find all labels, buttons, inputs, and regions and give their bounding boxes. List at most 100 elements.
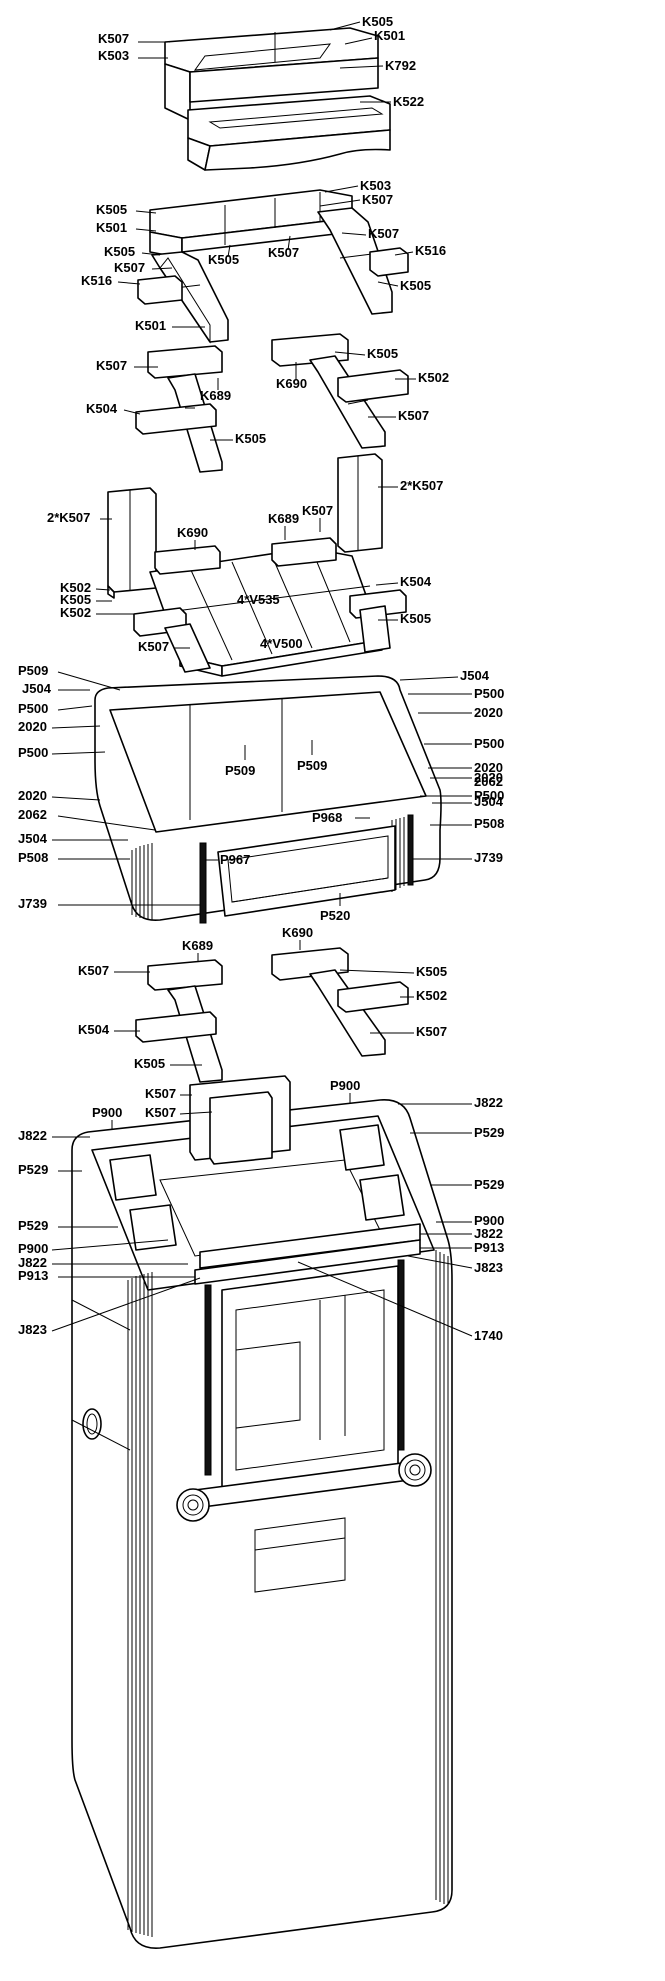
part-label: P900 bbox=[92, 1105, 122, 1120]
part-label: K690 bbox=[276, 376, 307, 391]
part-label: K505 bbox=[400, 611, 431, 626]
part-label: K690 bbox=[177, 525, 208, 540]
part-label: K689 bbox=[182, 938, 213, 953]
part-label: K502 bbox=[60, 580, 91, 595]
part-label: P508 bbox=[18, 850, 48, 865]
leader-line bbox=[334, 351, 366, 356]
brick-base-layer bbox=[107, 453, 407, 677]
leader-line bbox=[135, 228, 157, 232]
part-label: 2020 bbox=[18, 788, 47, 803]
part-label: K503 bbox=[98, 48, 129, 63]
part-label: P900 bbox=[18, 1241, 48, 1256]
part-label: J739 bbox=[18, 896, 47, 911]
leader-line bbox=[57, 705, 93, 711]
leader-line bbox=[179, 1111, 213, 1115]
part-label: P500 bbox=[18, 745, 48, 760]
leader-line bbox=[394, 251, 414, 256]
part-label: K505 bbox=[416, 964, 447, 979]
part-label: 2020 bbox=[18, 719, 47, 734]
part-label: J504 bbox=[460, 668, 490, 683]
part-label: 4*V500 bbox=[260, 636, 303, 651]
part-label: K516 bbox=[81, 273, 112, 288]
threaded-hole-left bbox=[176, 1488, 210, 1522]
part-label: K501 bbox=[374, 28, 405, 43]
part-label: K689 bbox=[200, 388, 231, 403]
part-label: P508 bbox=[474, 816, 504, 831]
part-label: 2020 bbox=[474, 760, 503, 775]
lower-t-brick-sets bbox=[135, 947, 409, 1083]
part-label: J504 bbox=[22, 681, 52, 696]
leader-line bbox=[151, 267, 173, 270]
leader-line bbox=[329, 21, 361, 31]
leader-line bbox=[319, 199, 361, 207]
part-label: J504 bbox=[18, 831, 48, 846]
top-cap-assembly bbox=[164, 27, 391, 171]
part-label: K505 bbox=[367, 346, 398, 361]
middle-housing-ring bbox=[94, 675, 442, 924]
part-label: K507 bbox=[96, 358, 127, 373]
part-label: K507 bbox=[416, 1024, 447, 1039]
part-label: K505 bbox=[96, 202, 127, 217]
leader-line bbox=[399, 676, 459, 681]
part-label: K505 bbox=[400, 278, 431, 293]
threaded-hole-right bbox=[398, 1453, 432, 1487]
part-label: P900 bbox=[330, 1078, 360, 1093]
leader-line bbox=[117, 281, 141, 285]
leader-line bbox=[377, 281, 399, 287]
part-label: K505 bbox=[235, 431, 266, 446]
part-label: K507 bbox=[145, 1105, 176, 1120]
upper-t-brick-sets bbox=[135, 333, 409, 473]
part-label: K501 bbox=[96, 220, 127, 235]
leader-line bbox=[95, 588, 111, 591]
part-label: P913 bbox=[18, 1268, 48, 1283]
part-label: 2062 bbox=[474, 774, 503, 789]
part-label: K516 bbox=[415, 243, 446, 258]
leader-line bbox=[141, 252, 161, 256]
part-label: P500 bbox=[474, 736, 504, 751]
part-label: K507 bbox=[302, 503, 333, 518]
part-label: P509 bbox=[225, 763, 255, 778]
part-label: J822 bbox=[18, 1255, 47, 1270]
leader-line bbox=[324, 185, 359, 193]
part-label: P509 bbox=[18, 663, 48, 678]
part-label: J823 bbox=[18, 1322, 47, 1337]
part-label: P967 bbox=[220, 852, 250, 867]
leader-line bbox=[344, 37, 373, 45]
part-label: 4*V535 bbox=[237, 592, 280, 607]
part-label: K505 bbox=[60, 592, 91, 607]
part-label: K504 bbox=[86, 401, 118, 416]
left-post-hatching bbox=[127, 1272, 212, 1937]
part-label: K504 bbox=[78, 1022, 110, 1037]
part-label: K507 bbox=[368, 226, 399, 241]
leader-line bbox=[227, 244, 231, 258]
leader-line bbox=[341, 232, 367, 236]
leader-line bbox=[135, 210, 157, 214]
part-label: K505 bbox=[134, 1056, 165, 1071]
part-label: P500 bbox=[474, 788, 504, 803]
part-label: K522 bbox=[393, 94, 424, 109]
part-label: P520 bbox=[320, 908, 350, 923]
part-label: K503 bbox=[360, 178, 391, 193]
part-label: P968 bbox=[312, 810, 342, 825]
leader-line bbox=[339, 65, 384, 69]
part-label: K792 bbox=[385, 58, 416, 73]
main-body bbox=[71, 1075, 453, 1949]
part-label: P529 bbox=[18, 1162, 48, 1177]
leader-line bbox=[57, 671, 121, 691]
part-label: K507 bbox=[268, 245, 299, 260]
part-label: K502 bbox=[416, 988, 447, 1003]
leader-line bbox=[57, 815, 156, 831]
part-label: K505 bbox=[208, 252, 239, 267]
part-label: P900 bbox=[474, 1213, 504, 1228]
part-label: 2020 bbox=[474, 770, 503, 785]
part-label: P509 bbox=[297, 758, 327, 773]
leader-line bbox=[51, 1277, 201, 1332]
part-label: K507 bbox=[138, 639, 169, 654]
part-label: 2062 bbox=[18, 807, 47, 822]
callout-labels: K507K503K505K501K792K522K505K501K505K507… bbox=[18, 14, 504, 1343]
leader-line bbox=[297, 1261, 473, 1337]
part-label: 2*K507 bbox=[47, 510, 90, 525]
part-label: P529 bbox=[18, 1218, 48, 1233]
